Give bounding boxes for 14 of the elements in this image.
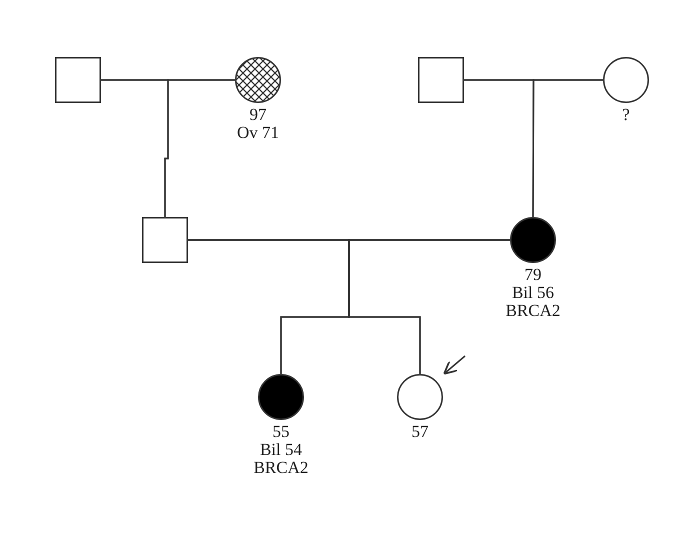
individual-note: 79: [524, 266, 542, 284]
individual-note: Bil 54: [258, 441, 304, 459]
individual-note: Bil 56: [510, 284, 556, 302]
individual-note: ?: [621, 106, 631, 124]
descent-line: [348, 239, 510, 374]
descent-line: [164, 79, 235, 217]
individual-note: 57: [410, 423, 430, 441]
individual-note: Ov 71: [236, 124, 280, 142]
individual-note: BRCA2: [252, 459, 310, 477]
descent-line: [532, 79, 603, 217]
individual-note: BRCA2: [504, 302, 562, 320]
proband-arrow: [443, 355, 466, 375]
individual-note: 55: [272, 423, 290, 441]
individual-note: 97: [248, 106, 268, 124]
